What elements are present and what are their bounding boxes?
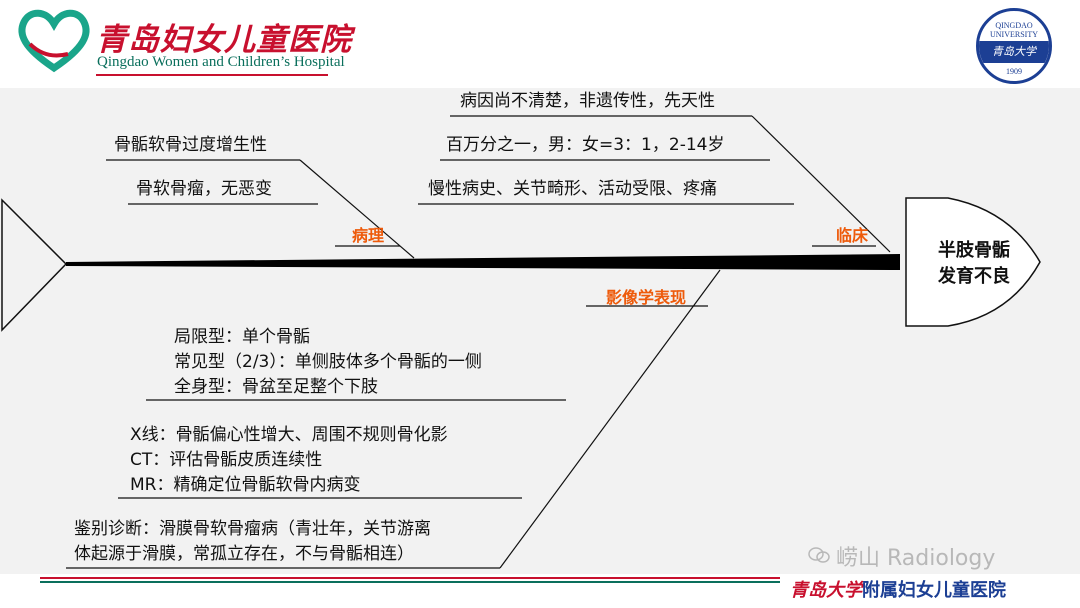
footer-line-green [40,581,780,583]
clinical-item-2: 百万分之一，男：女=3：1，2-14岁 [446,135,725,155]
category-clinical: 临床 [836,226,869,245]
clinical-item-1: 病因尚不清楚，非遗传性，先天性 [460,91,715,111]
imaging-modality-mr: MR：精确定位骨骺软骨内病变 [130,475,361,495]
hospital-name-en: Qingdao Women and Children’s Hospital [97,54,345,70]
differential-line-2: 体起源于滑膜，常孤立存在，不与骨骺相连） [74,544,414,564]
seal-top-text: QINGDAO UNIVERSITY [990,21,1038,39]
footer-hospital-name: 青岛大学附属妇女儿童医院 [790,576,1006,602]
slide-body [0,88,1080,574]
imaging-type-3: 全身型：骨盆至足整个下肢 [174,377,378,397]
clinical-item-3: 慢性病史、关节畸形、活动受限、疼痛 [428,179,717,199]
logo-underline [96,74,328,76]
footer-affiliate: 附属妇女儿童医院 [862,580,1006,601]
hospital-heart-logo-icon [18,9,90,73]
category-imaging: 影像学表现 [606,288,687,307]
header: 青岛妇女儿童医院 Qingdao Women and Children’s Ho… [0,0,1080,88]
fish-head [905,197,1041,327]
watermark-text: 崂山 Radiology [836,546,996,571]
head-line-1: 半肢骨骺 [938,240,1010,261]
university-seal-icon: QINGDAO UNIVERSITY 青岛大学 1909 [976,8,1052,84]
footer-line-red [40,577,780,579]
fish-spine [66,254,900,270]
pathology-bone [299,159,415,259]
wechat-icon [808,547,830,563]
fish-head-label: 半肢骨骺 发育不良 [918,238,1030,290]
footer-university: 青岛大学 [790,580,862,601]
imaging-bone [499,269,721,569]
fish-tail [1,198,68,332]
imaging-modality-xray: X线：骨骺偏心性增大、周围不规则骨化影 [130,425,448,445]
imaging-modality-ct: CT：评估骨骺皮质连续性 [130,450,323,470]
clinical-bone [751,115,891,253]
seal-year: 1909 [1006,67,1022,76]
head-line-2: 发育不良 [938,266,1010,287]
footer [0,574,1080,608]
hospital-name-zh: 青岛妇女儿童医院 [96,22,352,58]
differential-line-1: 鉴别诊断：滑膜骨软骨瘤病（青壮年，关节游离 [74,519,431,539]
imaging-type-2: 常见型（2/3）：单侧肢体多个骨骺的一侧 [174,352,482,372]
seal-middle-text: 青岛大学 [979,41,1049,63]
imaging-type-1: 局限型：单个骨骺 [174,327,310,347]
category-pathology: 病理 [352,226,385,245]
pathology-item-2: 骨软骨瘤，无恶变 [136,179,272,199]
pathology-item-1: 骨骺软骨过度增生性 [114,135,267,155]
